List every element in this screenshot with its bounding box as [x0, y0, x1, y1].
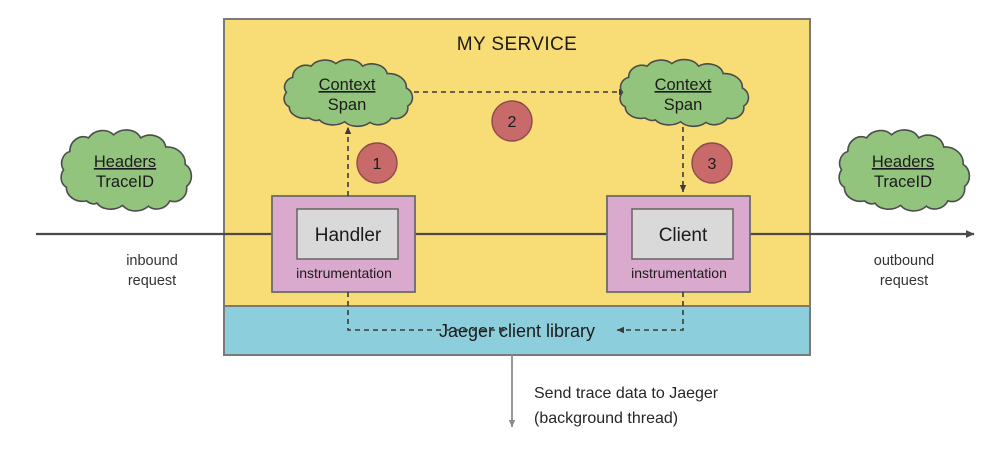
- step-marker-1: 1: [356, 142, 398, 184]
- inbound-headers-cloud: Headers TraceID: [60, 129, 192, 212]
- handler-label: Handler: [315, 225, 382, 246]
- outbound-request-label-line1: outbound: [874, 253, 934, 269]
- step-marker-circle: [691, 142, 733, 184]
- context-right-line1: Context: [655, 76, 712, 94]
- step-marker-2-number: 2: [508, 114, 517, 131]
- step-marker-circle: [356, 142, 398, 184]
- client-instrumentation-label: instrumentation: [631, 265, 727, 281]
- outbound-request-flow: outbound request: [748, 230, 975, 289]
- context-left-line2: Span: [328, 96, 367, 114]
- inbound-cloud-line1: Headers: [94, 153, 156, 171]
- send-trace-note-line2: (background thread): [534, 410, 678, 427]
- step-marker-3: 3: [691, 142, 733, 184]
- step-marker-2: 2: [491, 100, 533, 142]
- client-label: Client: [659, 225, 708, 246]
- jaeger-library-bar: Jaeger client library: [223, 305, 811, 356]
- client-instrumentation-block[interactable]: Client instrumentation: [606, 195, 751, 293]
- inbound-request-label-line1: inbound: [126, 253, 178, 269]
- handler-context-span-cloud: Context Span: [283, 59, 414, 127]
- handler-to-library-arrow: [347, 292, 507, 334]
- library-bar-box: [223, 305, 811, 356]
- library-bar-label: Jaeger client library: [439, 321, 595, 341]
- outbound-cloud-line2: TraceID: [874, 173, 932, 191]
- inbound-request-label-line2: request: [128, 273, 176, 289]
- handler-instrumentation-label: instrumentation: [296, 265, 392, 281]
- step-marker-1-number: 1: [373, 156, 382, 173]
- outbound-request-label-line2: request: [880, 273, 928, 289]
- send-trace-data-note: Send trace data to Jaeger (background th…: [508, 355, 719, 428]
- client-to-library-arrow: [616, 292, 684, 334]
- inbound-cloud-line2: TraceID: [96, 173, 154, 191]
- outbound-headers-cloud: Headers TraceID: [838, 129, 970, 212]
- inbound-request-flow: inbound request: [36, 230, 301, 289]
- step-marker-circle: [491, 100, 533, 142]
- outbound-cloud-line1: Headers: [872, 153, 934, 171]
- context-left-line1: Context: [319, 76, 376, 94]
- client-box: [631, 208, 734, 260]
- page-title: MY SERVICE: [457, 34, 578, 55]
- handler-instrumentation-block[interactable]: Handler instrumentation: [271, 195, 416, 293]
- step-marker-3-number: 3: [708, 156, 717, 173]
- send-trace-note-line1: Send trace data to Jaeger: [534, 385, 719, 402]
- client-context-span-cloud: Context Span: [619, 59, 750, 127]
- context-right-line2: Span: [664, 96, 703, 114]
- handler-box: [296, 208, 399, 260]
